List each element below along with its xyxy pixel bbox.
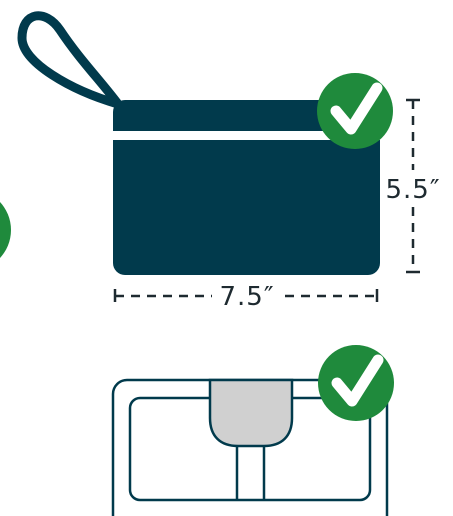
partial-check-badge-icon — [0, 202, 11, 258]
width-dimension: 7.5″ — [113, 282, 379, 312]
pouch-strap — [17, 11, 122, 109]
pouch-zipper-stripe — [113, 131, 380, 140]
pouch-check-badge-icon — [317, 73, 393, 149]
pouch-body — [113, 100, 380, 275]
wristlet-pouch-icon — [17, 11, 380, 275]
tray-insert — [208, 378, 294, 448]
width-label: 7.5″ — [219, 282, 274, 312]
tray-check-badge-icon — [318, 345, 394, 421]
divided-tray-icon — [111, 378, 389, 516]
height-dimension: 5.5″ — [385, 98, 440, 274]
height-label: 5.5″ — [385, 175, 440, 205]
